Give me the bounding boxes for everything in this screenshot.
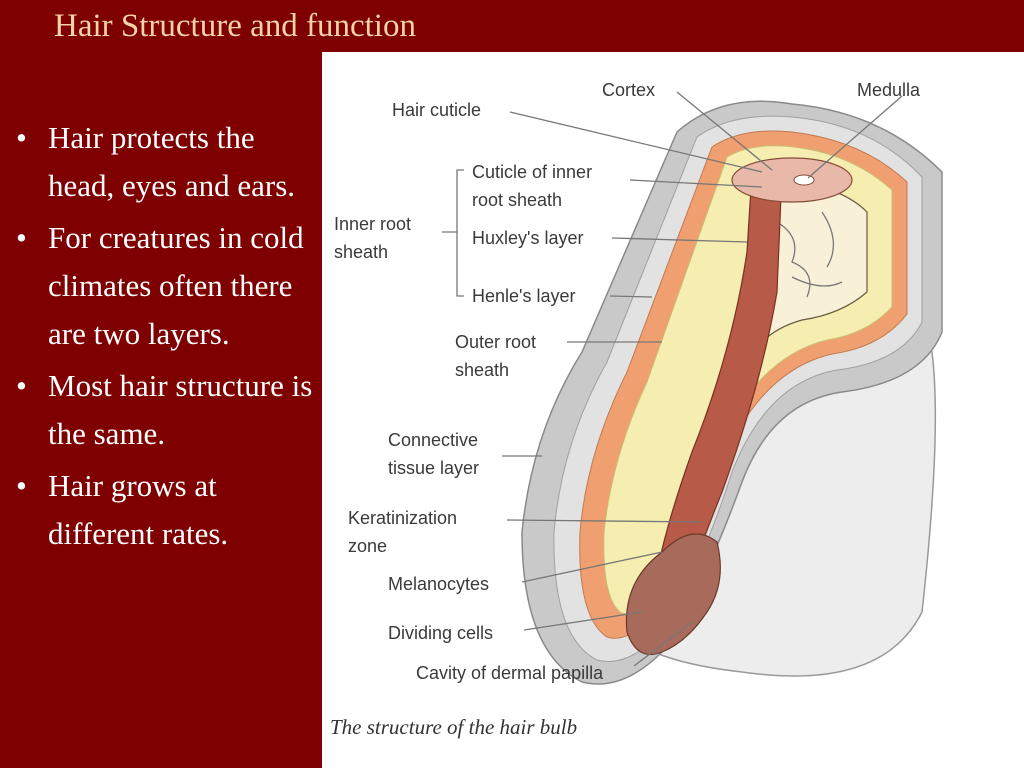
bullet-text: For creatures in cold climates often the… [48,220,304,351]
medulla-disk [793,174,815,186]
hair-bulb-diagram: Cortex Medulla Hair cuticle Cuticle of i… [330,80,943,739]
label-outer-root-2: sheath [455,360,509,380]
label-dividing-cells: Dividing cells [388,623,493,643]
label-henle: Henle's layer [472,286,575,306]
dermal-papilla [625,533,721,656]
label-inner-root-2: sheath [334,242,388,262]
label-medulla: Medulla [857,80,921,100]
label-hair-cuticle: Hair cuticle [392,100,481,120]
label-huxley: Huxley's layer [472,228,583,248]
label-connective-1: Connective [388,430,478,450]
label-connective-2: tissue layer [388,458,479,478]
label-cortex: Cortex [602,80,655,100]
label-cavity: Cavity of dermal papilla [416,663,604,683]
bullet-text: Most hair structure is the same. [48,368,313,451]
figure-caption: The structure of the hair bulb [330,715,577,739]
bullet-item: • Hair grows at different rates. [14,462,324,558]
label-outer-root-1: Outer root [455,332,536,352]
label-keratin-2: zone [348,536,387,556]
slide-title: Hair Structure and function [54,8,416,44]
label-cuticle-inner-2: root sheath [472,190,562,210]
bullet-icon: • [16,368,27,403]
bullet-icon: • [16,120,27,155]
cortex-disk [731,157,853,203]
label-cuticle-inner-1: Cuticle of inner [472,162,592,182]
bullet-icon: • [16,220,27,255]
bullet-item: • For creatures in cold climates often th… [14,214,324,358]
hair-bulb-figure: Cortex Medulla Hair cuticle Cuticle of i… [322,52,1024,768]
bullet-list: •Hair protects the head, eyes and ears. … [14,114,324,562]
label-keratin-1: Keratinization [348,508,457,528]
bullet-text: Hair protects the head, eyes and ears. [48,120,296,203]
label-melanocytes: Melanocytes [388,574,489,594]
bullet-text: Hair grows at different rates. [48,468,229,551]
bullet-icon: • [16,468,27,503]
bullet-item: • Most hair structure is the same. [14,362,324,458]
label-inner-root-1: Inner root [334,214,411,234]
bullet-item: • Hair protects the head, eyes and ears. [14,114,324,210]
